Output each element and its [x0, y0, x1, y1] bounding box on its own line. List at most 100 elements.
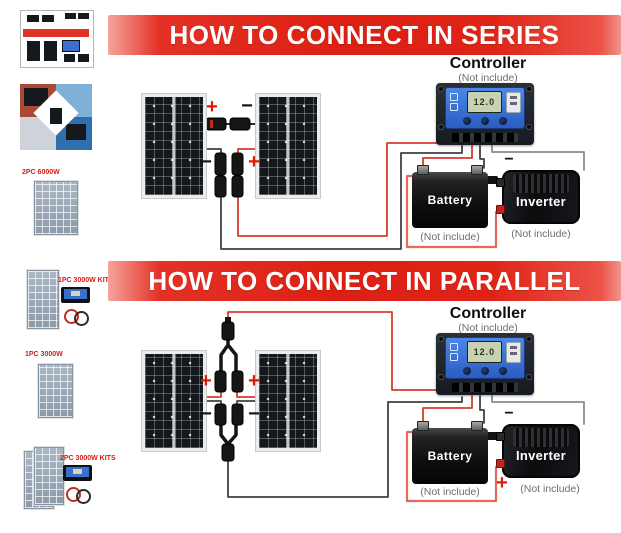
gallery-thumbnail-kit-2pc[interactable]: 2PC 3000W KITS — [20, 443, 116, 515]
mc4-connector — [214, 152, 227, 176]
thumbnail-caption: 1PC 3000W KITS — [58, 277, 114, 284]
parallel-solar-panel-left — [142, 351, 206, 451]
series-plus-sign-mid: + — [248, 151, 260, 173]
screw-icon — [439, 125, 443, 129]
battery-terminal-positive — [417, 421, 429, 431]
series-link-connector — [486, 176, 498, 184]
kit-cable-black — [74, 311, 89, 326]
parallel-neg-stub-left — [204, 400, 222, 405]
parallel-neg-main-wire — [227, 396, 463, 498]
parallel-pos-main-wire — [227, 311, 453, 391]
mini-panel — [27, 15, 39, 22]
parallel-controller-device: 12.0 — [436, 333, 534, 395]
kit-controller — [63, 465, 92, 481]
series-ctrl-load-wire — [491, 145, 585, 171]
mini-banner — [23, 29, 89, 37]
controller-faceplate: 12.0 — [445, 87, 525, 129]
up-button[interactable] — [481, 367, 490, 375]
mc4-connector — [205, 117, 227, 131]
screw-icon — [439, 87, 443, 91]
parallel-battery-note: (Not include) — [420, 486, 480, 498]
lcd-display: 12.0 — [467, 341, 502, 363]
gallery-thumbnail-diagram[interactable] — [20, 10, 94, 68]
thumbnail-caption: 1PC 3000W — [25, 351, 63, 358]
gallery-thumbnail-kit-1pc[interactable]: 1PC 3000W KITS — [20, 265, 114, 337]
series-minus-sign-mid: − — [200, 151, 212, 173]
branch-stem-connector — [221, 443, 235, 462]
battery-label: Battery — [427, 193, 473, 208]
series-pos-wire — [237, 142, 453, 237]
screw-icon — [527, 125, 531, 129]
parallel-branch-bottom — [219, 423, 238, 446]
lcd-display: 12.0 — [467, 91, 502, 113]
series-ctrl-battery-pos — [422, 145, 473, 169]
inverter-heatsink — [512, 428, 570, 448]
series-minus-sign-top: − — [241, 95, 253, 117]
usb-ports-icon — [506, 92, 521, 113]
series-plus-sign-top: + — [206, 96, 218, 118]
mini-panel — [27, 41, 40, 61]
parallel-plus-sign-left: + — [200, 370, 212, 392]
terminal-block — [452, 383, 518, 392]
screw-icon — [439, 375, 443, 379]
usb-ports-icon — [506, 342, 521, 363]
gallery-thumbnail-collage[interactable] — [20, 84, 92, 150]
battery-status-icon — [450, 93, 458, 101]
up-button[interactable] — [481, 117, 490, 125]
mc4-connector — [214, 403, 227, 426]
inverter-label: Inverter — [515, 194, 567, 210]
parallel-solar-panel-right — [256, 351, 320, 451]
thumbnail-caption: 2PC 3000W KITS — [60, 455, 116, 462]
parallel-pos-stub-left — [204, 391, 222, 398]
parallel-ctrl-battery-pos — [422, 395, 473, 424]
mc4-connector — [214, 370, 227, 393]
gallery-thumbnail-panel-2pc[interactable] — [34, 181, 78, 235]
mc4-connector — [231, 403, 244, 426]
menu-button[interactable] — [463, 367, 472, 375]
parallel-neg-stub-right — [236, 400, 257, 405]
parallel-minus-sign-right: − — [248, 403, 260, 425]
screw-icon — [527, 375, 531, 379]
mc4-red-band — [210, 120, 213, 128]
battery-label: Battery — [427, 449, 473, 464]
mini-box — [78, 13, 89, 19]
down-button[interactable] — [499, 367, 508, 375]
controller-faceplate: 12.0 — [445, 337, 525, 379]
collage-panel — [24, 88, 48, 106]
mini-box — [65, 13, 76, 19]
mc4-connector — [231, 175, 244, 198]
screw-icon — [439, 337, 443, 341]
parallel-banner: HOW TO CONNECT IN PARALLEL — [108, 261, 621, 301]
gallery-thumbnail-panel-1pc[interactable] — [38, 364, 73, 418]
kit-panel — [27, 270, 59, 329]
mini-controller — [62, 40, 80, 52]
menu-button[interactable] — [463, 117, 472, 125]
kit-cable-black — [76, 489, 91, 504]
series-controller-note: (Not include) — [458, 72, 518, 84]
mc4-connector — [231, 370, 244, 393]
series-neg-stub — [204, 148, 222, 154]
down-button[interactable] — [499, 117, 508, 125]
screw-icon — [527, 87, 531, 91]
mini-box — [64, 54, 75, 62]
series-controller-label: Controller — [449, 55, 527, 72]
parallel-inverter-device: Inverter — [496, 424, 580, 478]
series-controller-device: 12.0 — [436, 83, 534, 145]
mc4-connector — [231, 152, 244, 176]
series-pos-stub — [237, 148, 257, 154]
series-solar-panel-right — [256, 94, 320, 198]
parallel-branch-top — [219, 338, 238, 373]
parallel-controller-label: Controller — [449, 305, 527, 322]
series-inverter-note: (Not include) — [511, 228, 571, 240]
parallel-inverter-note: (Not include) — [520, 483, 580, 495]
mc4-connector — [214, 175, 227, 198]
collage-center-panel — [50, 108, 62, 124]
branch-tip — [225, 317, 231, 323]
parallel-minus-sign-left: − — [200, 403, 212, 425]
parallel-inverter-minus-sign: − — [504, 405, 514, 422]
kit-controller — [61, 287, 90, 303]
inverter-terminal-negative — [496, 432, 505, 441]
parallel-link-connector — [486, 432, 498, 440]
series-banner: HOW TO CONNECT IN SERIES — [108, 15, 621, 55]
series-neg-wire — [220, 145, 463, 250]
